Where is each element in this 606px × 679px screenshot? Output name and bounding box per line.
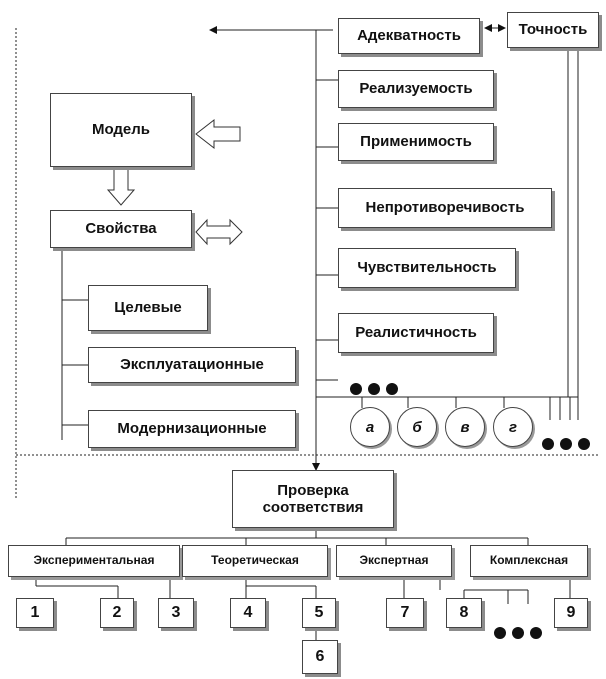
down-arrow-icon: [106, 167, 136, 206]
input-arrow-icon: [195, 118, 241, 150]
method-box: 7: [386, 598, 424, 628]
property-type-box: Эксплуатационные: [88, 347, 296, 383]
accuracy-label: Точность: [518, 21, 588, 39]
criterion-box: Применимость: [338, 123, 494, 161]
criterion-label: Чувствительность: [357, 259, 497, 277]
method-box: 3: [158, 598, 194, 628]
method-label: 9: [566, 603, 576, 621]
method-label: 6: [315, 647, 325, 665]
accuracy-box: Точность: [507, 12, 599, 48]
method-box: 9: [554, 598, 588, 628]
check-type-box: Теоретическая: [182, 545, 328, 577]
accuracy-subitem-label: г: [508, 418, 517, 436]
criterion-label: Реалистичность: [355, 324, 477, 342]
check-box: Проверка соответствия: [232, 470, 394, 528]
model-box: Модель: [50, 93, 192, 167]
property-type-label: Модернизационные: [117, 420, 267, 438]
accuracy-subitem-label: а: [365, 418, 375, 436]
method-box: 5: [302, 598, 336, 628]
check-type-box: Экспертная: [336, 545, 452, 577]
properties-box: Свойства: [50, 210, 192, 248]
check-type-box: Комплексная: [470, 545, 588, 577]
accuracy-subitem: в: [445, 407, 485, 447]
ellipsis-icon: [350, 372, 404, 400]
check-type-box: Экспериментальная: [8, 545, 180, 577]
ellipsis-icon: [542, 427, 596, 455]
property-type-box: Модернизационные: [88, 410, 296, 448]
method-label: 8: [459, 603, 469, 621]
method-label: 7: [400, 603, 410, 621]
method-label: 1: [30, 603, 40, 621]
criterion-box: Адекватность: [338, 18, 480, 54]
accuracy-subitem-label: в: [460, 418, 470, 436]
criterion-label: Непротиворечивость: [365, 199, 525, 217]
model-label: Модель: [91, 121, 151, 139]
property-type-label: Целевые: [114, 299, 182, 317]
method-box: 4: [230, 598, 266, 628]
accuracy-subitem: б: [397, 407, 437, 447]
method-label: 3: [171, 603, 181, 621]
method-box: 8: [446, 598, 482, 628]
criterion-label: Реализуемость: [359, 80, 473, 98]
double-arrow-icon: [195, 218, 243, 246]
accuracy-subitem-label: б: [412, 418, 422, 436]
check-type-label: Экспериментальная: [33, 553, 155, 568]
ellipsis-icon: [494, 616, 548, 644]
method-label: 4: [243, 603, 253, 621]
method-box: 2: [100, 598, 134, 628]
method-box: 6: [302, 640, 338, 674]
properties-label: Свойства: [85, 220, 157, 238]
accuracy-subitem: а: [350, 407, 390, 447]
criterion-label: Адекватность: [357, 27, 461, 45]
check-type-label: Теоретическая: [211, 553, 299, 568]
check-label: Проверка соответствия: [262, 481, 364, 516]
criterion-box: Реалистичность: [338, 313, 494, 353]
property-type-box: Целевые: [88, 285, 208, 331]
criterion-box: Непротиворечивость: [338, 188, 552, 228]
accuracy-subitem: г: [493, 407, 533, 447]
check-type-label: Экспертная: [359, 553, 429, 568]
method-label: 2: [112, 603, 122, 621]
criterion-box: Чувствительность: [338, 248, 516, 288]
method-box: 1: [16, 598, 54, 628]
criterion-label: Применимость: [360, 133, 472, 151]
check-type-label: Комплексная: [489, 553, 569, 568]
criterion-box: Реализуемость: [338, 70, 494, 108]
method-label: 5: [314, 603, 324, 621]
property-type-label: Эксплуатационные: [120, 356, 264, 374]
